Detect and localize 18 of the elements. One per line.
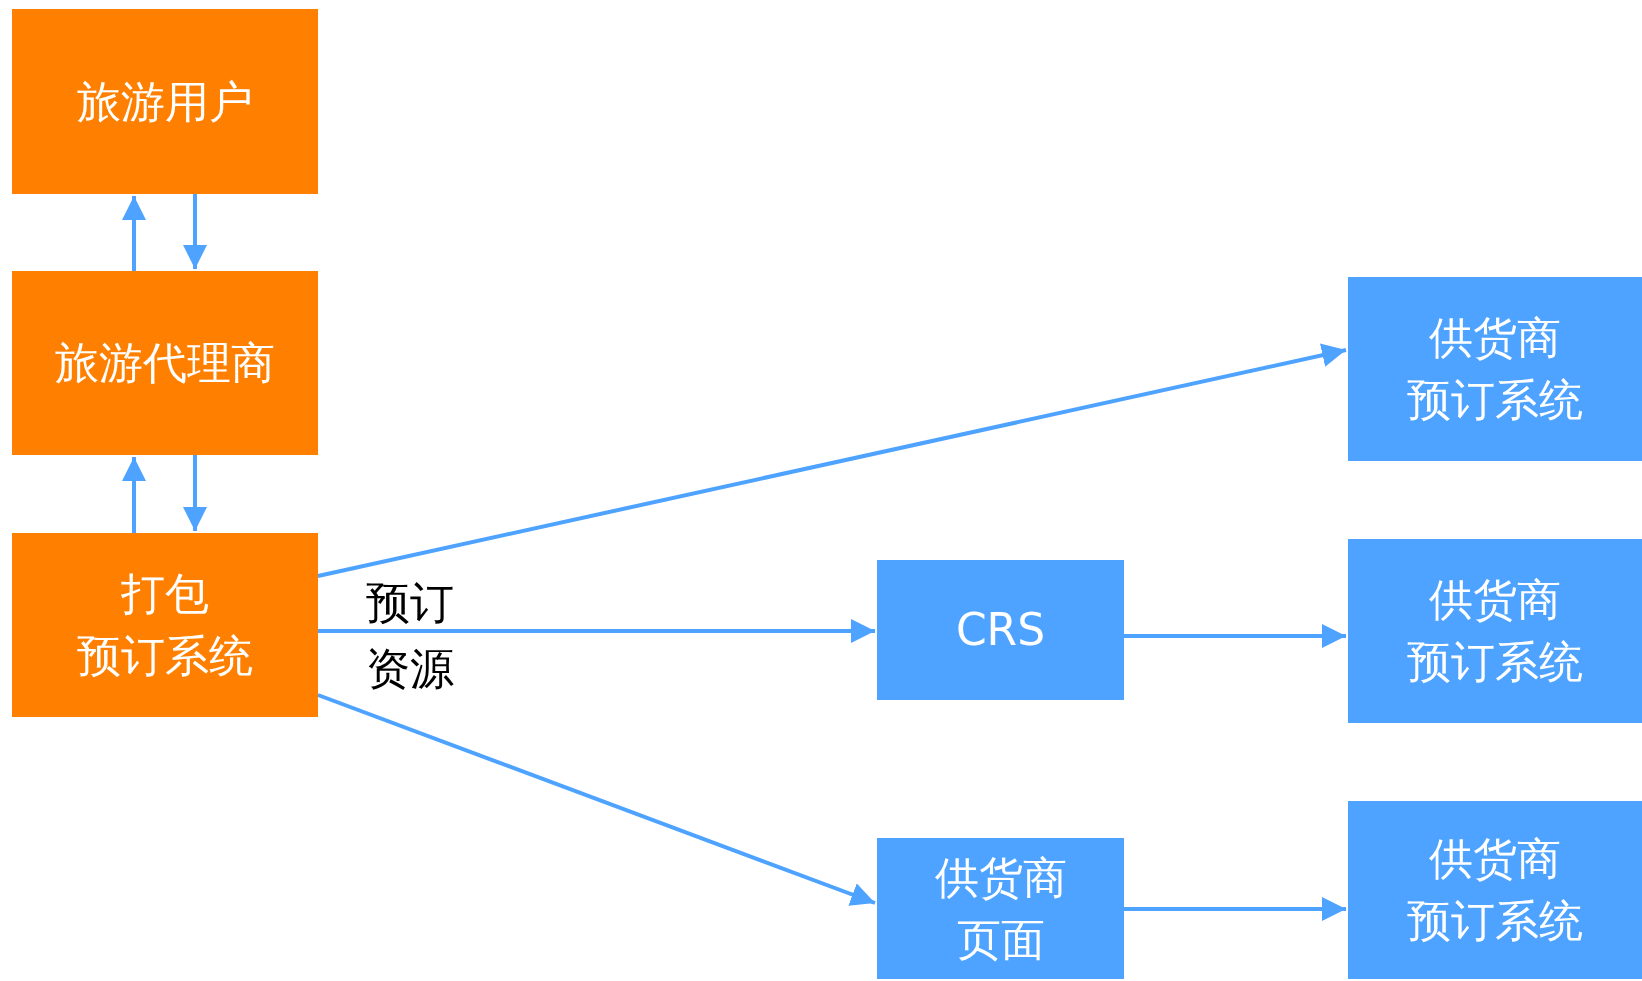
arrow	[183, 455, 207, 531]
process-box: 旅游代理商	[12, 271, 318, 455]
arrow	[317, 343, 1347, 578]
process-box: 供货商页面	[877, 838, 1124, 979]
process-box: 供货商预订系统	[1348, 539, 1642, 723]
arrow	[317, 693, 876, 906]
process-box: 供货商预订系统	[1348, 277, 1642, 461]
arrow	[122, 196, 146, 271]
process-box: 旅游用户	[12, 9, 318, 194]
arrow	[122, 457, 146, 533]
arrow	[318, 619, 875, 643]
edge-label: 预订资源	[366, 576, 455, 696]
process-box: 打包预订系统	[12, 533, 318, 717]
process-box: 供货商预订系统	[1348, 801, 1642, 979]
arrow	[183, 194, 207, 269]
process-box: CRS	[877, 560, 1124, 700]
arrow	[1124, 624, 1346, 648]
arrow	[1124, 897, 1346, 921]
